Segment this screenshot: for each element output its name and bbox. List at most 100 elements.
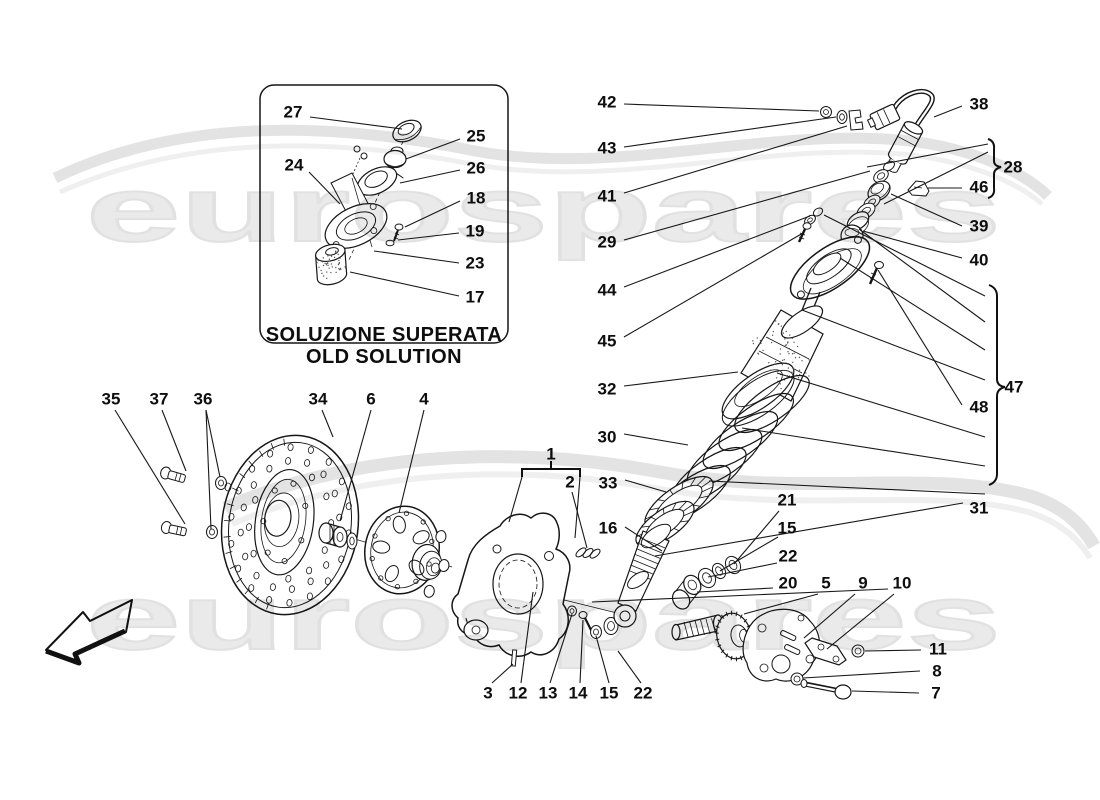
lower-linkage xyxy=(666,554,864,699)
leader-line-2 xyxy=(572,492,587,548)
callout-41-10: 41 xyxy=(598,187,617,206)
leader-line-26 xyxy=(400,170,460,183)
leader-line-22 xyxy=(618,651,641,683)
callout-9-31: 9 xyxy=(858,574,867,593)
callout-33-16: 33 xyxy=(599,474,618,493)
callout-23-5: 23 xyxy=(466,254,485,273)
group-leader-line-6 xyxy=(777,373,985,437)
callout-38-18: 38 xyxy=(970,95,989,114)
callout-13-40: 13 xyxy=(539,684,558,703)
leader-line-20 xyxy=(697,588,773,592)
leader-line-14 xyxy=(580,620,583,683)
callout-43-9: 43 xyxy=(598,139,617,158)
group-leader-line-3 xyxy=(859,229,985,322)
callout-11-33: 11 xyxy=(929,640,947,659)
callout-19-4: 19 xyxy=(466,222,485,241)
callout-29-11: 29 xyxy=(598,233,617,252)
leader-line-8 xyxy=(803,671,920,678)
callout-21-26: 21 xyxy=(778,491,797,510)
callout-48-24: 48 xyxy=(970,398,989,417)
suspension-sensor xyxy=(866,91,932,175)
brake-disc xyxy=(210,426,370,623)
callout-3-38: 3 xyxy=(483,684,492,703)
leader-line-27 xyxy=(310,117,402,129)
bolt-part xyxy=(801,680,851,700)
screw-part xyxy=(394,224,403,241)
leader-line-40 xyxy=(863,231,962,258)
shock-eye xyxy=(614,605,636,627)
callout-46-20: 46 xyxy=(970,178,989,197)
bump-stop-part xyxy=(384,147,406,168)
leader-line-15 xyxy=(596,636,609,683)
callout-28-19: 28 xyxy=(1004,158,1023,177)
callout-39-21: 39 xyxy=(970,217,989,236)
leader-line-43 xyxy=(624,117,836,147)
group-brackets xyxy=(522,139,1005,485)
callout-18-3: 18 xyxy=(467,189,486,208)
group-leader-line-4 xyxy=(840,258,985,350)
dust-boot xyxy=(711,300,828,436)
callout-16-17: 16 xyxy=(599,519,618,538)
callout-5-30: 5 xyxy=(821,574,830,593)
leader-line-10 xyxy=(827,594,894,649)
callout-44-12: 44 xyxy=(598,281,617,300)
leader-line-41 xyxy=(624,126,847,193)
callout-31-25: 31 xyxy=(970,499,989,518)
leader-line-32 xyxy=(624,372,738,386)
callout-35-44: 35 xyxy=(102,390,121,409)
leader-line-33 xyxy=(625,480,666,492)
leader-line-34 xyxy=(322,410,333,437)
leader-line-17 xyxy=(350,272,459,296)
brace-group-28 xyxy=(988,139,1001,198)
leader-line-39 xyxy=(891,194,962,226)
leader-line-3 xyxy=(492,664,513,683)
nut-part xyxy=(852,645,864,657)
leader-line-25 xyxy=(406,139,460,159)
callout-15-42: 15 xyxy=(600,684,619,703)
leader-line-38 xyxy=(934,106,962,117)
leader-line-30 xyxy=(624,434,688,445)
leader-line-11 xyxy=(865,650,921,651)
callout-37-45: 37 xyxy=(150,390,169,409)
callout-45-13: 45 xyxy=(598,332,617,351)
callout-4-49: 4 xyxy=(419,390,429,409)
washer-part xyxy=(386,240,394,246)
pin-part xyxy=(511,650,516,666)
washer-part xyxy=(347,533,357,549)
mount-hardware-stack xyxy=(841,159,896,247)
bracket-group-47 xyxy=(989,285,1005,485)
upper-mount xyxy=(781,225,879,311)
leader-line-9 xyxy=(804,594,855,638)
group-leader-line-7 xyxy=(742,428,985,466)
small-screw xyxy=(361,153,367,159)
spring-pin-part xyxy=(574,540,601,566)
callout-15-27: 15 xyxy=(778,519,797,538)
nut-part xyxy=(207,526,218,539)
callout-25-1: 25 xyxy=(467,127,486,146)
callout-7-35: 7 xyxy=(931,684,940,703)
leader-line-37 xyxy=(162,410,186,471)
bolt-part xyxy=(159,466,186,484)
callout-26-2: 26 xyxy=(467,159,486,178)
callout-12-39: 12 xyxy=(509,684,528,703)
leader-line-42 xyxy=(624,104,819,111)
leader-line-31 xyxy=(655,503,963,556)
callout-17-6: 17 xyxy=(466,288,485,307)
callout-32-14: 32 xyxy=(598,380,617,399)
leader-line-7 xyxy=(852,691,919,693)
leader-line-4 xyxy=(399,410,424,513)
leader-line-19 xyxy=(398,233,459,240)
bolt-part xyxy=(579,612,591,631)
leader-line-15 xyxy=(720,537,778,571)
callout-24-7: 24 xyxy=(285,156,304,175)
bolt-part xyxy=(160,521,187,538)
callout-14-41: 14 xyxy=(569,684,588,703)
callout-22-43: 22 xyxy=(634,684,653,703)
splined-shaft-part xyxy=(672,615,723,640)
callout-22-28: 22 xyxy=(779,547,798,566)
small-screw xyxy=(354,146,360,152)
leader-line-23 xyxy=(374,251,459,263)
callout-30-15: 30 xyxy=(598,428,617,447)
group-leader-line-8 xyxy=(709,481,985,494)
